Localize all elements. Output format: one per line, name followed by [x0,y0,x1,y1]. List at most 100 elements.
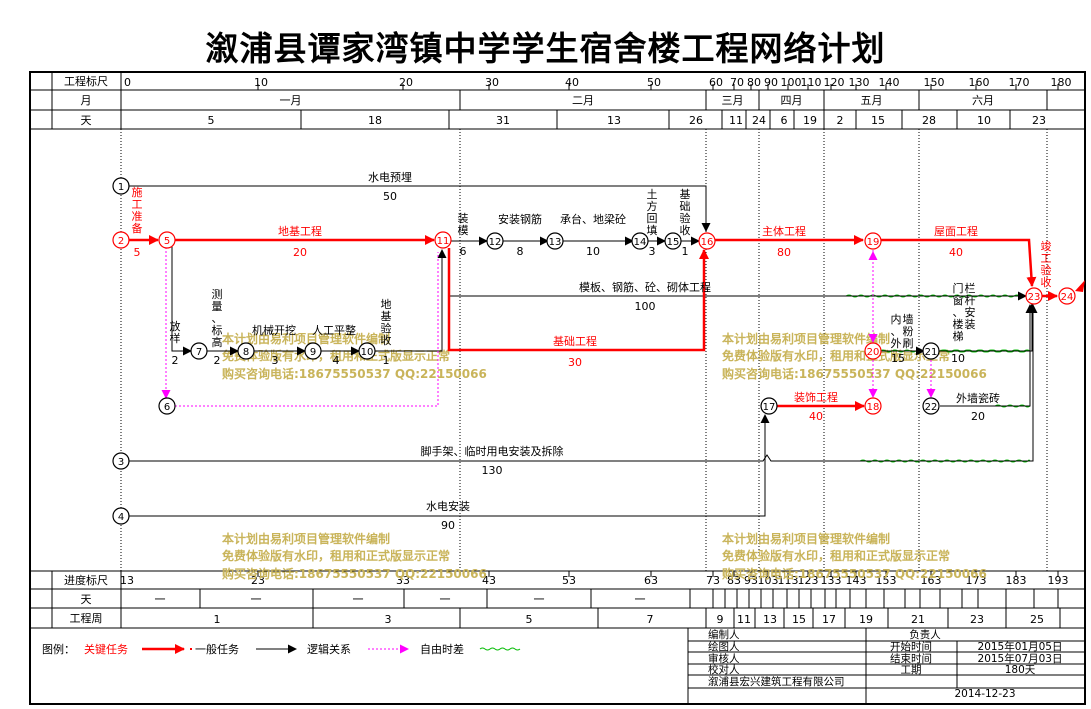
scale-tick-label: 23 [251,574,265,587]
info-company: 溆浦县宏兴建筑工程有限公司 [708,675,845,688]
bottom-day-mark: 一 [155,593,166,606]
arrow-water-install [128,414,770,517]
node-12 [486,232,504,250]
week-label: 工程周 [70,612,103,625]
label-char: 外 [891,337,902,350]
label-char: 础 [680,200,691,213]
label-char: 刷 [903,337,914,350]
day-cell: 19 [803,114,817,127]
node-13 [546,232,564,250]
day-cell: 23 [1032,114,1046,127]
label-char: 收 [680,223,691,237]
task-name: 主体工程 [762,224,806,238]
scale-tick-label: 140 [879,76,900,89]
day-cell: 26 [689,114,703,127]
task-duration: 4 [333,354,340,367]
arrow-scaffold [128,304,1038,462]
month-cell: 一月 [280,94,302,107]
task-duration: 130 [482,464,503,477]
scale-tick-label: 153 [876,574,897,587]
watermark-text: 免费体验版有水印，租用和正式版显示正常 [722,548,950,563]
vertical-labels: 施工准备装模土方回填基础验收放样测量、标高地基验收内、外墙粉刷门窗、楼梯栏杆安装… [132,186,1052,350]
node-number: 6 [164,402,170,413]
label-char: 内 [891,312,902,326]
month-cell: 五月 [861,94,883,107]
week-cell: 11 [737,613,751,626]
label-char: 测 [212,288,223,301]
task-duration: 5 [134,246,141,259]
bottom-day-row: 一一一一一一 [120,589,1059,608]
node-11 [434,231,452,249]
scale-tick-label: 180 [1051,76,1072,89]
scale-tick-label: 70 [730,76,744,89]
watermark-text: 免费体验版有水印，租用和正式版显示正常 [222,548,450,563]
day2-label: 天 [81,593,92,606]
task-name: 人工平整 [312,323,356,337]
scale-tick-label: 120 [824,76,845,89]
normal-arrows [128,185,1038,517]
week-cell: 7 [647,613,654,626]
node-number: 15 [667,237,680,248]
node-number: 7 [196,347,202,358]
task-duration: 2 [172,354,179,367]
label-char: 模 [458,224,469,237]
node-number: 11 [437,236,450,247]
info-checker: 校对人 [708,663,740,676]
info-start-value: 2015年01月05日 [978,640,1063,653]
scale-tick-label: 63 [644,574,658,587]
node-14 [631,232,649,250]
task-name: 机械开挖 [252,323,296,337]
watermark-text: 购买咨询电话:18675550537 QQ:22150066 [722,366,987,381]
scale-tick-label: 30 [485,76,499,89]
node-number: 18 [867,402,880,413]
scale-tick-label: 0 [124,76,131,89]
node-number: 3 [118,457,124,468]
task-duration: 40 [809,410,823,423]
arrow-found-eng [447,248,709,352]
label-char: 方 [647,199,658,213]
label-char: 墙 [903,312,914,326]
node-3 [112,452,130,470]
task-duration: 3 [649,245,656,258]
label-char: 、 [953,306,964,319]
day-cell: 28 [922,114,936,127]
month-cell: 六月 [972,94,994,107]
node-number: 16 [701,237,714,248]
bottom-day-mark: 一 [353,593,364,606]
month-label: 月 [81,94,92,107]
legend-wave-line [479,647,521,651]
node-number: 12 [489,237,502,248]
scale-tick-label: 150 [924,76,945,89]
task-name: 水电预埋 [368,171,412,184]
label-char: 粉 [903,325,914,338]
scale-tick-label: 43 [482,574,496,587]
bottom-day-mark: 一 [534,593,545,606]
label-char: 门 [953,281,964,295]
info-date: 2014-12-23 [954,688,1015,700]
task-name: 外墙瓷砖 [956,391,1000,405]
label-char: 验 [1041,263,1052,277]
legend-label: 图例： [42,642,75,656]
progress-label: 进度标尺 [64,573,108,587]
week-cell: 3 [385,613,392,626]
scale-tick-label: 113 [778,574,799,587]
scale-tick-label: 40 [565,76,579,89]
arrow-10-11 [374,249,447,352]
label-char: 标 [212,323,223,337]
info-drafter: 绘图人 [708,640,740,653]
task-duration: 6 [460,245,467,258]
watermark-text: 免费体验版有水印，租用和正式版显示正常 [222,348,450,363]
label-char: 安 [965,305,976,319]
node-9 [304,342,322,360]
day-cell: 2 [837,114,844,127]
watermark-text: 本计划由易利项目管理软件编制 [222,531,390,546]
info-text: 编制人 绘图人 审核人 校对人 溆浦县宏兴建筑工程有限公司 负责人 开始时间 2… [708,628,1062,700]
week-cell: 25 [1030,613,1044,626]
